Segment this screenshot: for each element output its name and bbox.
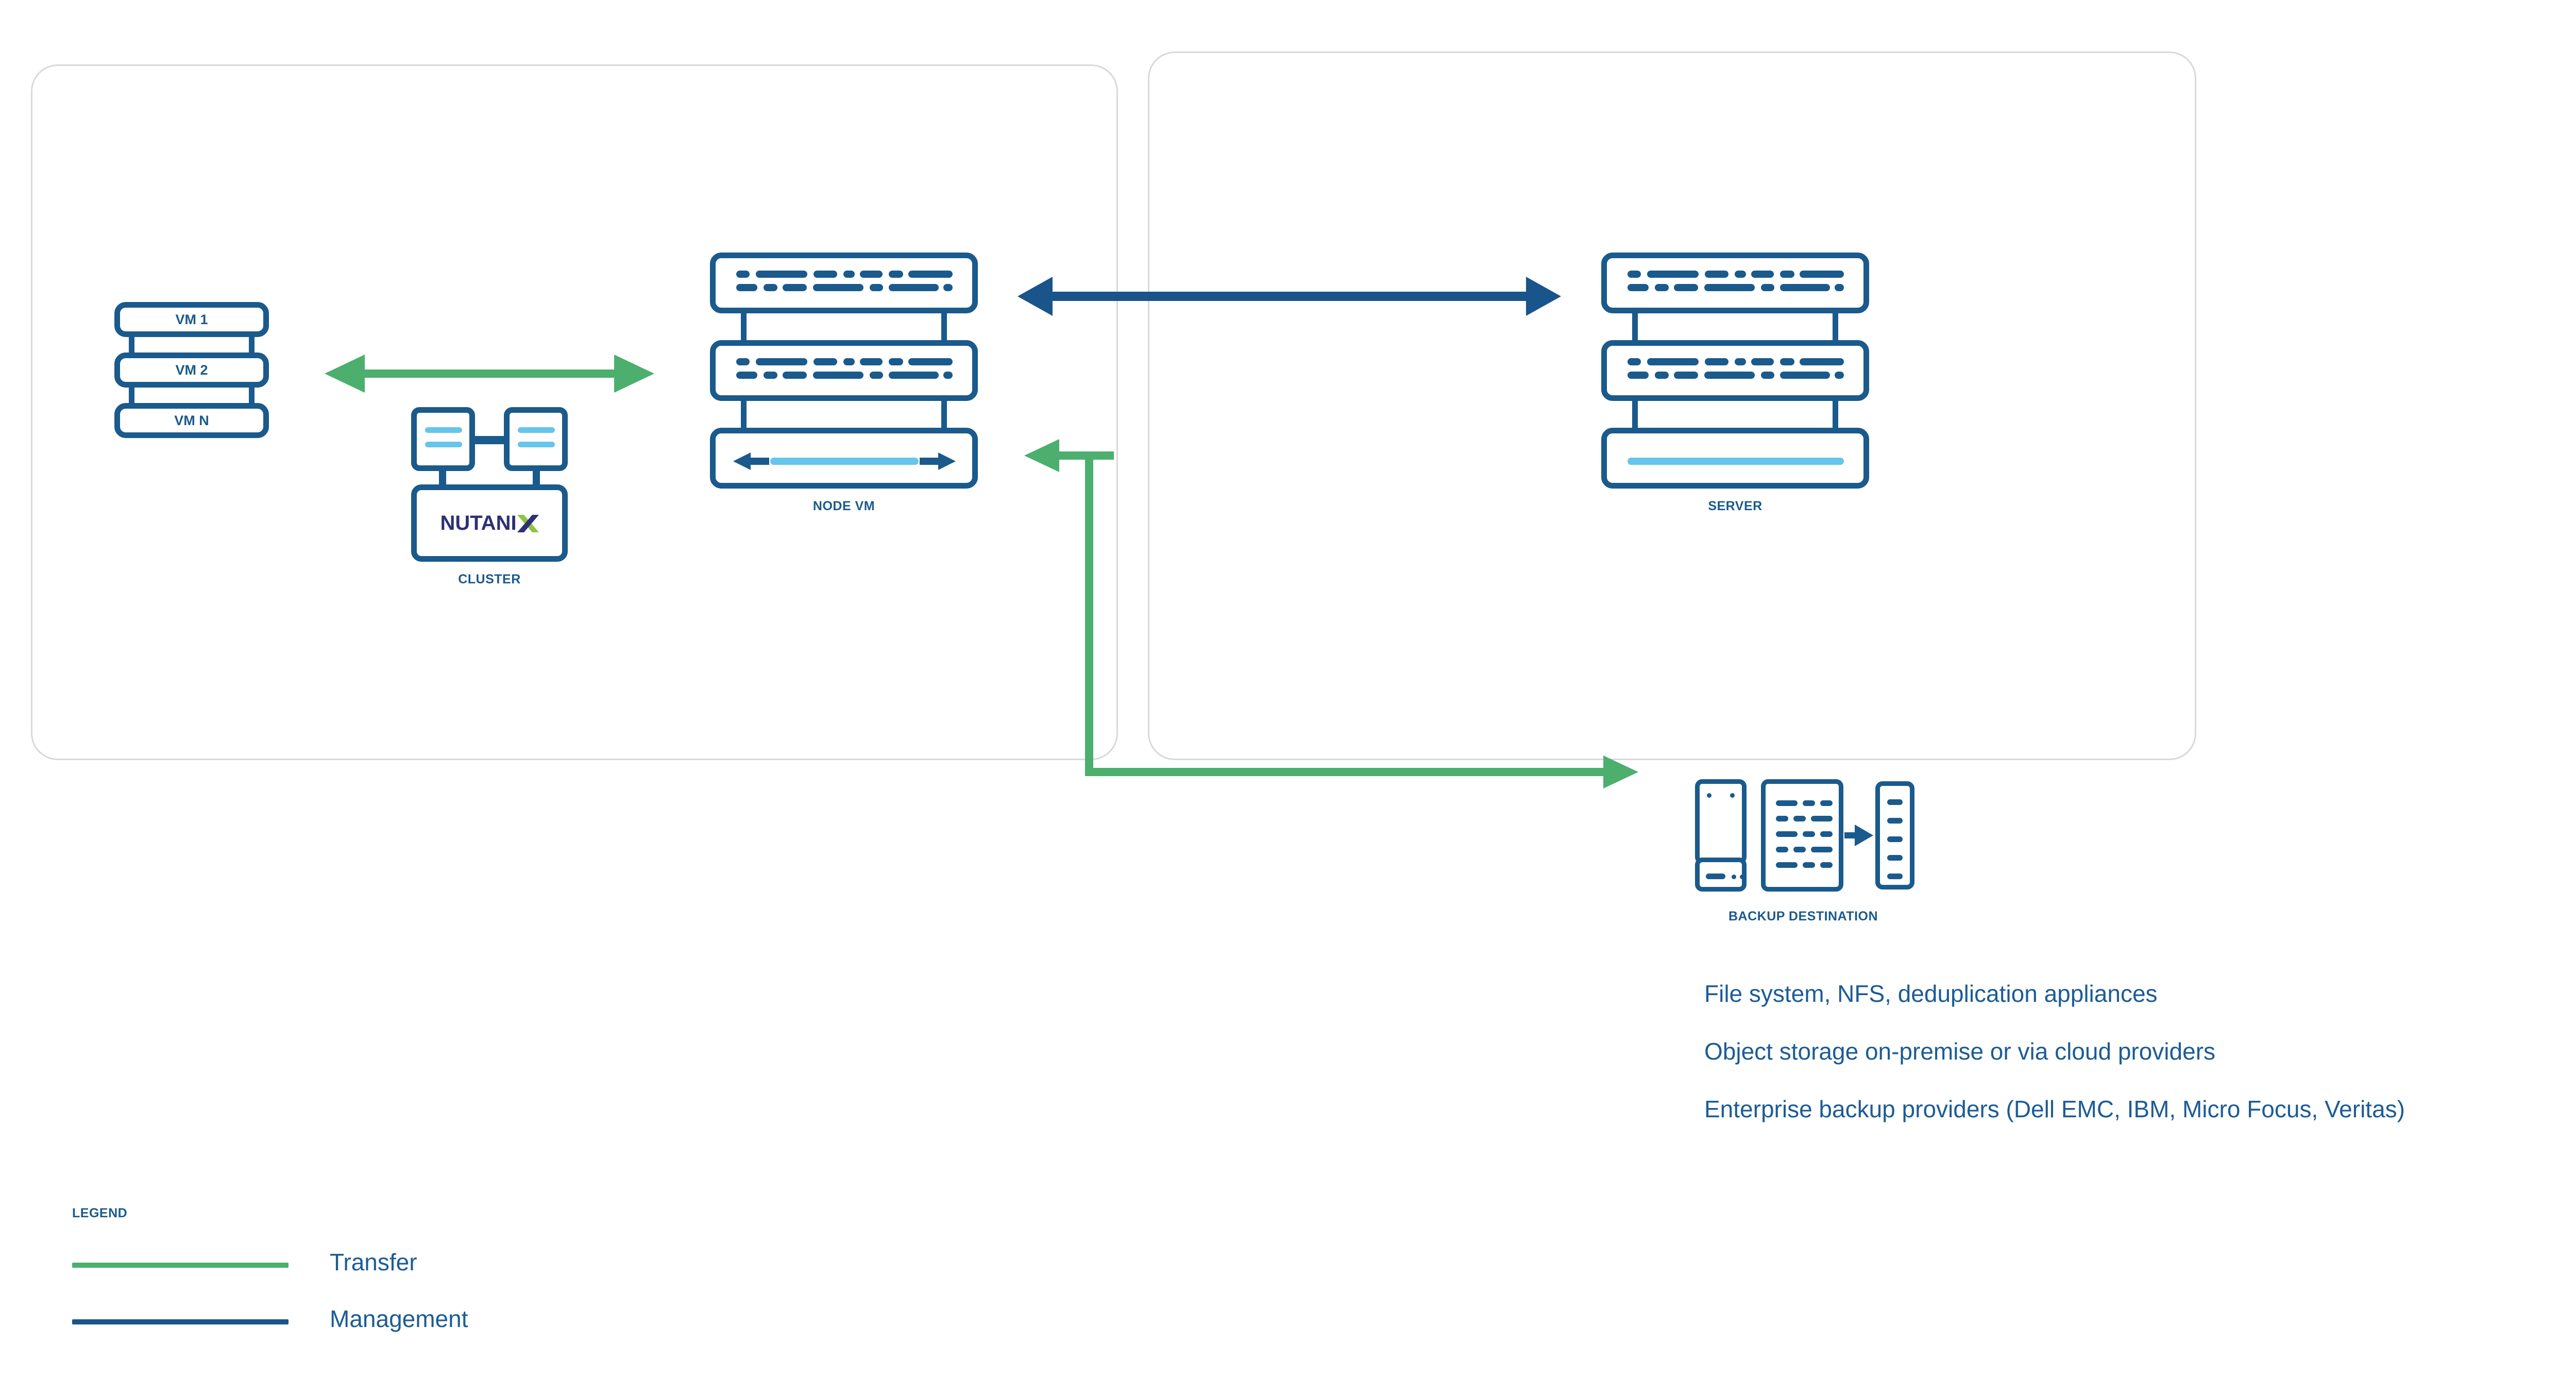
doc-line-row (1776, 800, 1833, 806)
status-bar (1628, 458, 1844, 465)
backup-destination-label: BACKUP DESTINATION (1728, 909, 1878, 924)
doc-line-row (1776, 816, 1833, 821)
right-panel (1148, 52, 2196, 760)
cluster-group: NUTANI CLUSTER (407, 402, 572, 608)
legend-swatch-transfer (72, 1263, 289, 1268)
bidirectional-arrow-icon (733, 452, 956, 470)
dash-row (736, 271, 953, 278)
cluster-node-line (518, 427, 555, 433)
nutanix-logo-x-icon (517, 515, 539, 532)
vm-box-label: VM 1 (175, 311, 208, 327)
doc-line-row (1776, 847, 1833, 852)
rack-strut (1632, 310, 1838, 341)
vm-box-label: VM N (174, 412, 209, 428)
disk-slot (1706, 874, 1725, 879)
node-vm-label: NODE VM (812, 499, 875, 513)
cluster-node-right[interactable] (504, 407, 568, 471)
vm-box-label: VM 2 (175, 362, 208, 378)
backup-destination-group: BACKUP DESTINATION (1695, 779, 2004, 924)
arrow-right-icon (1844, 825, 1873, 846)
legend-label-transfer: Transfer (330, 1249, 417, 1275)
cluster-leg-right (533, 469, 540, 488)
document-icon[interactable] (1761, 779, 1843, 892)
dash-row (736, 372, 953, 379)
node-vm-tier-1[interactable] (710, 253, 978, 313)
nutanix-logo: NUTANI (440, 512, 539, 534)
transfer-arrow-vm-cluster (325, 355, 654, 393)
rack-strut (741, 398, 947, 429)
node-vm-group: NODE VM (710, 253, 978, 526)
disk-footer (1695, 858, 1747, 892)
file-line (1887, 836, 1903, 842)
file-line (1887, 818, 1903, 824)
dash-row (1628, 284, 1844, 291)
description-line: Object storage on-premise or via cloud p… (1704, 1038, 2216, 1065)
vm-box-2[interactable]: VM 2 (114, 353, 269, 388)
description-line: Enterprise backup providers (Dell EMC, I… (1704, 1096, 2405, 1122)
cluster-node-line (425, 442, 462, 447)
descriptions-group: File system, NFS, deduplication applianc… (1704, 982, 2576, 1121)
file-line (1887, 874, 1903, 879)
dash-row (1628, 358, 1844, 365)
cluster-node-line (425, 427, 462, 433)
legend: LEGEND Transfer Management (72, 1206, 562, 1355)
left-panel (31, 64, 1118, 760)
cluster-node-line (518, 442, 555, 447)
cluster-main-box[interactable]: NUTANI (411, 484, 568, 562)
management-arrow-nodevm-server (1018, 277, 1561, 316)
disk-screw-dot (1707, 793, 1711, 798)
legend-label-management: Management (330, 1305, 468, 1332)
server-tier-1[interactable] (1601, 253, 1869, 313)
disk-body (1695, 779, 1747, 864)
disk-led-dot (1740, 875, 1744, 879)
node-vm-tier-2[interactable] (710, 340, 978, 401)
rack-strut (741, 310, 947, 341)
disk-led-dot (1732, 875, 1736, 879)
server-tier-2[interactable] (1601, 340, 1869, 401)
dash-row (736, 284, 953, 291)
vm-stack: VM 1 VM 2 VM N (114, 302, 269, 441)
server-group: SERVER (1601, 253, 1869, 526)
dash-row (1628, 372, 1844, 379)
cluster-label: CLUSTER (458, 572, 521, 586)
vm-box-3[interactable]: VM N (114, 403, 269, 438)
vm-box-1[interactable]: VM 1 (114, 302, 269, 337)
legend-title: LEGEND (72, 1206, 128, 1220)
cluster-node-left[interactable] (411, 407, 475, 471)
disk-screw-dot (1730, 793, 1735, 798)
compressed-file-icon[interactable] (1875, 781, 1914, 889)
rack-strut (1632, 398, 1838, 429)
doc-line-row (1776, 862, 1833, 868)
doc-line-row (1776, 831, 1833, 837)
dash-row (736, 358, 953, 365)
disk-drive-icon[interactable] (1695, 779, 1747, 892)
server-tier-3[interactable] (1601, 428, 1869, 489)
server-label: SERVER (1708, 499, 1762, 513)
legend-swatch-management (72, 1319, 289, 1324)
nutanix-logo-text: NUTANI (440, 512, 517, 534)
cluster-connector-horizontal (471, 436, 508, 444)
description-line: File system, NFS, deduplication applianc… (1704, 980, 2158, 1007)
node-vm-tier-3[interactable] (710, 428, 978, 489)
file-line (1887, 799, 1903, 805)
cluster-leg-left (439, 469, 446, 488)
transfer-path-nodevm-backup (1024, 439, 1638, 788)
file-line (1887, 855, 1903, 861)
dash-row (1628, 271, 1844, 278)
